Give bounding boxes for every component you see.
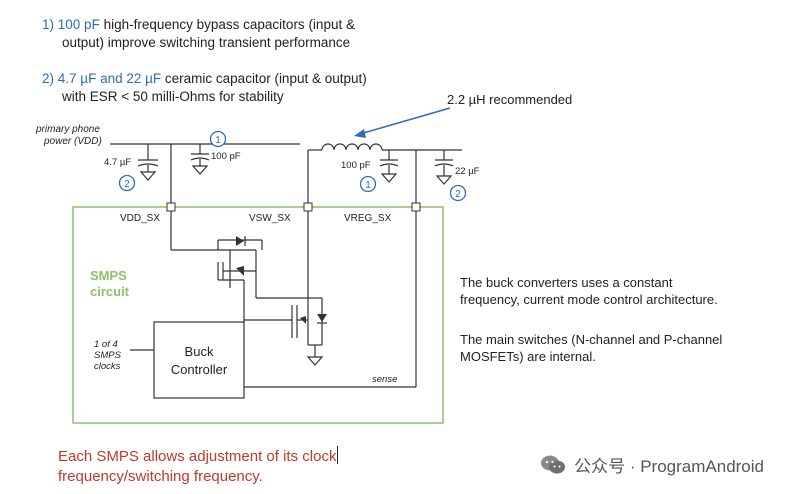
pin-vsw-label: VSW_SX [249, 213, 291, 224]
diode-symbol [317, 314, 327, 322]
pin-vdd-label: VDD_SX [120, 213, 160, 224]
controller-label-2: Controller [171, 362, 228, 377]
ground-symbol [191, 165, 209, 175]
note-1-number: 1) [42, 17, 55, 32]
badge-circle [118, 174, 136, 192]
footer-line-1: Each SMPS allows adjustment of its clock [58, 448, 337, 465]
inductor-label: 2.2 µH recommended [447, 92, 572, 107]
cap-out-hf-badge: 1 [365, 180, 371, 191]
block-title-2: circuit [90, 284, 130, 299]
supply-label-1: primary phone [35, 124, 100, 135]
cap-out-hf-label: 100 pF [341, 160, 371, 171]
cap-in-badge: 2 [124, 179, 130, 190]
wechat-watermark: 公众号 · ProgramAndroid [540, 452, 764, 477]
block-title-1: SMPS [90, 268, 127, 283]
cap-out-badge: 2 [455, 189, 461, 200]
supply-label-2: power (VDD) [43, 136, 102, 147]
pin-vreg-label: VREG_SX [344, 213, 392, 224]
footer-line-2: frequency/switching frequency. [58, 468, 263, 485]
text-cursor [337, 446, 339, 464]
inductor-arrow-head [354, 129, 366, 138]
clock-label-1: 1 of 4 [94, 339, 118, 350]
ground-symbol [139, 171, 157, 181]
description-line: The main switches (N-channel and P-chann… [460, 332, 723, 347]
cap-in-label: 4.7 µF [104, 157, 131, 168]
arrow-symbol [236, 266, 244, 276]
buck-controller-box [153, 321, 245, 399]
note-1: 1) 100 pF high-frequency bypass capacito… [42, 16, 355, 52]
output-rail [307, 143, 462, 204]
badge-circle [359, 175, 377, 193]
description-paragraph-1: The buck converters uses a constant freq… [460, 274, 718, 308]
inductor-arrow [359, 107, 451, 135]
sense-label: sense [372, 374, 397, 385]
pin-vdd-square [166, 202, 176, 212]
input-rail [110, 143, 300, 204]
badge-circle [209, 130, 227, 148]
pin-vsw-square [303, 202, 313, 212]
ground-symbol [306, 356, 324, 366]
description-line: frequency, current mode control architec… [460, 292, 718, 307]
note-1-value: 100 pF [57, 17, 100, 32]
footer-note: Each SMPS allows adjustment of its clock… [58, 446, 339, 487]
cap-in-hf-label: 100 pF [211, 151, 241, 162]
cap-out-label: 22 µF [455, 166, 480, 177]
note-1-text: high-frequency bypass capacitors (input … [103, 17, 355, 32]
smps-block [72, 206, 444, 424]
controller-label-1: Buck [185, 344, 214, 359]
ground-symbol [435, 175, 453, 185]
note-2-value: 4.7 µF and 22 µF [57, 71, 162, 86]
arrow-symbol [300, 316, 306, 324]
clock-label-2: SMPS [94, 350, 122, 361]
pin-vreg-square [411, 202, 421, 212]
cap-in-hf-badge: 1 [215, 135, 221, 146]
note-2-text: ceramic capacitor (input & output) [164, 71, 367, 86]
note-2-number: 2) [42, 71, 55, 86]
note-2: 2) 4.7 µF and 22 µF ceramic capacitor (i… [42, 70, 367, 106]
ground-symbol [380, 173, 398, 183]
description-line: The buck converters uses a constant [460, 275, 673, 290]
watermark-text: 公众号 · ProgramAndroid [574, 457, 764, 476]
description-line: MOSFETs) are internal. [460, 349, 596, 364]
description-paragraph-2: The main switches (N-channel and P-chann… [460, 331, 722, 365]
wechat-icon [541, 455, 566, 473]
diode-symbol [236, 236, 244, 246]
clock-label-3: clocks [94, 361, 121, 372]
note-1-line2: output) improve switching transient perf… [62, 35, 351, 50]
note-2-line2: with ESR < 50 milli-Ohms for stability [62, 89, 284, 104]
badge-circle [449, 184, 467, 202]
